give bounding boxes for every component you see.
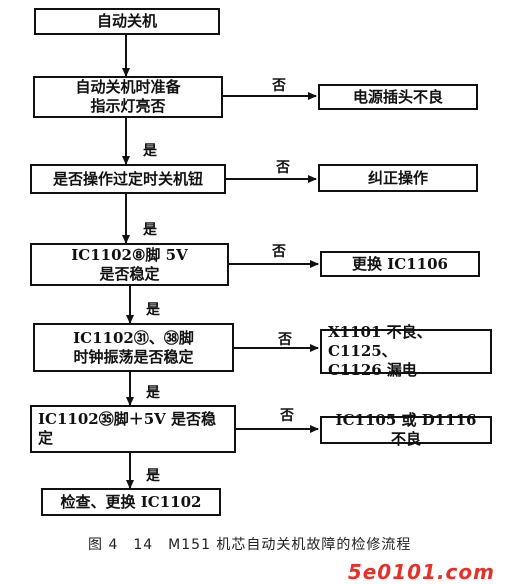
node-end: 检查、更换 IC1102	[41, 488, 221, 516]
node-q5-text: IC1102㉟脚＋5V 是否稳 定	[38, 410, 217, 447]
node-q4: IC1102㉛、㊳脚 时钟振荡是否稳定	[33, 323, 234, 372]
site-watermark: 5e0101.com	[347, 560, 495, 584]
label-q4-no: 否	[278, 332, 292, 348]
node-q4-text: IC1102㉛、㊳脚 时钟振荡是否稳定	[73, 328, 194, 366]
label-q3-no: 否	[272, 244, 286, 260]
label-q1-no: 否	[272, 78, 286, 94]
node-q1: 自动关机时准备 指示灯亮否	[33, 76, 223, 118]
node-a3-text: 更换 IC1106	[352, 254, 448, 273]
node-q3: IC1102⑧脚 5V 是否稳定	[30, 243, 229, 286]
label-q4-yes: 是	[146, 385, 160, 401]
node-q2-text: 是否操作过定时关机钮	[52, 169, 203, 188]
node-a4-text: X1101 不良、C1125、 C1126 漏电	[328, 323, 432, 379]
figure-caption: 图 4 14 M151 机芯自动关机故障的检修流程	[88, 537, 412, 553]
node-end-text: 检查、更换 IC1102	[60, 492, 202, 511]
node-a1: 电源插头不良	[318, 84, 478, 110]
label-q5-no: 否	[280, 408, 294, 424]
node-a2-text: 纠正操作	[367, 168, 428, 187]
label-q2-no: 否	[276, 160, 290, 176]
node-start-text: 自动关机	[96, 12, 157, 30]
node-q1-text: 自动关机时准备 指示灯亮否	[75, 78, 181, 115]
node-start: 自动关机	[34, 8, 220, 35]
node-q2: 是否操作过定时关机钮	[30, 164, 226, 194]
label-q2-yes: 是	[143, 222, 157, 238]
label-q1-yes: 是	[143, 143, 157, 159]
node-a2: 纠正操作	[318, 164, 478, 192]
label-q3-yes: 是	[146, 302, 160, 318]
node-a1-text: 电源插头不良	[352, 87, 443, 106]
node-a3: 更换 IC1106	[320, 251, 480, 277]
node-q5: IC1102㉟脚＋5V 是否稳 定	[30, 405, 236, 453]
node-q3-text: IC1102⑧脚 5V 是否稳定	[71, 245, 188, 283]
node-a4: X1101 不良、C1125、 C1126 漏电	[320, 323, 492, 379]
node-a5-text: IC1105 或 D1116 不良	[335, 411, 477, 448]
label-q5-yes: 是	[146, 468, 160, 484]
node-a5: IC1105 或 D1116 不良	[320, 411, 492, 448]
